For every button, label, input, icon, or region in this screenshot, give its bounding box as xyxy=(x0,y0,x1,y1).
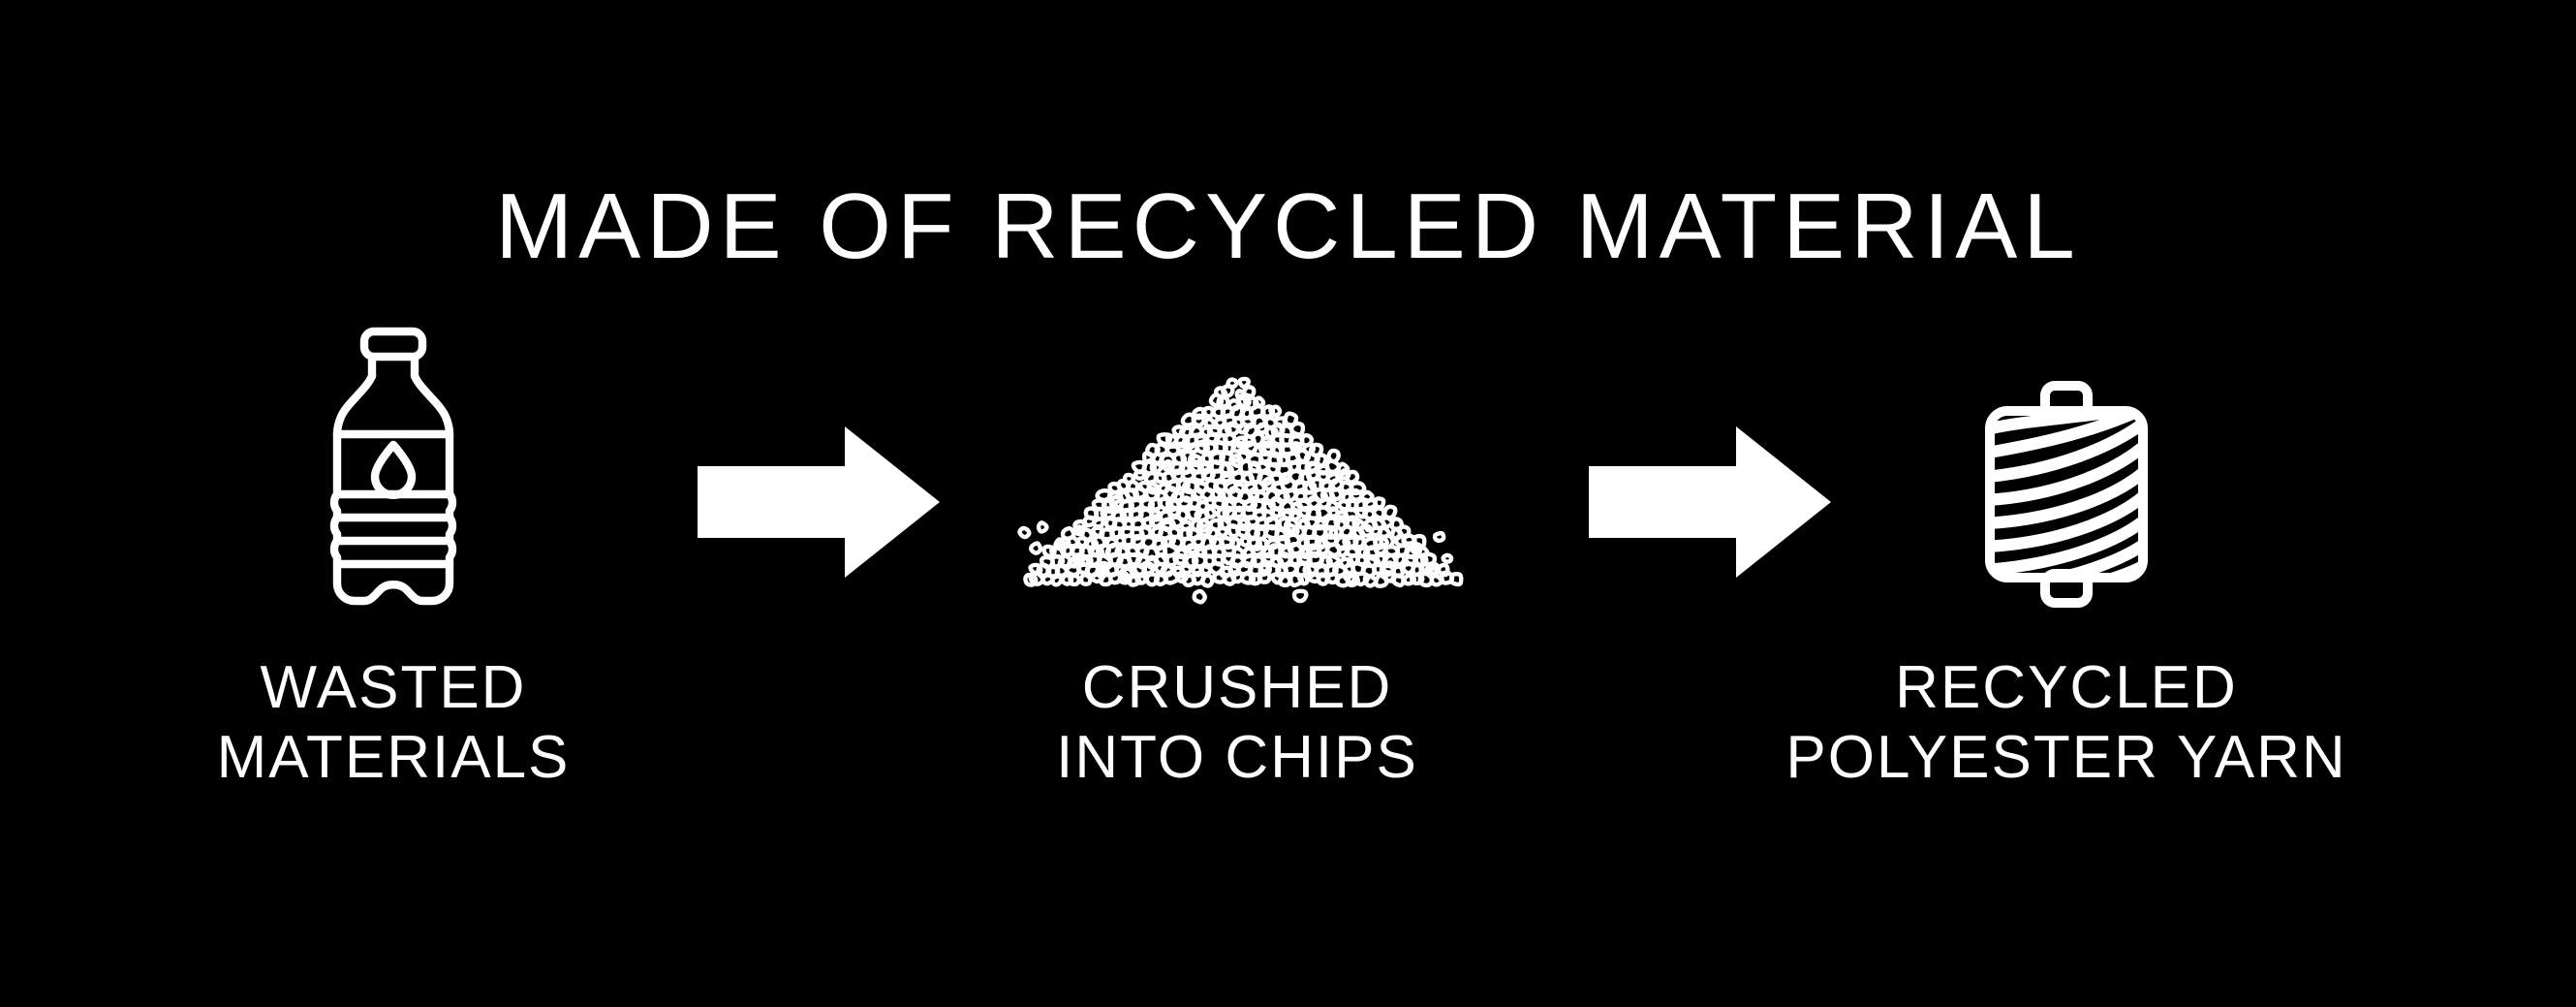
chip-pellet xyxy=(1028,541,1043,555)
chip-pellet xyxy=(1194,433,1208,448)
chip-pellet xyxy=(1023,572,1039,587)
chip-pellet xyxy=(1133,487,1148,500)
step-illustration xyxy=(296,320,490,611)
chip-pellet xyxy=(1203,506,1217,519)
step-illustration xyxy=(1963,320,2170,611)
chip-pellet xyxy=(1287,542,1304,556)
chip-pellet xyxy=(1017,525,1032,540)
chip-pellet xyxy=(1268,404,1283,418)
chip-pellet xyxy=(1191,413,1206,428)
chip-pellet xyxy=(1297,572,1310,586)
chip-pellet xyxy=(1394,552,1407,567)
step-caption-line-1: RECYCLED xyxy=(1895,654,2238,721)
chip-pellet xyxy=(1134,573,1148,585)
chip-pellet xyxy=(1235,523,1250,539)
chip-pellet xyxy=(1050,574,1064,587)
step-crushed-into-chips: CRUSHED INTO CHIPS xyxy=(966,320,1508,793)
step-caption: CRUSHED INTO CHIPS xyxy=(1056,653,1418,793)
chip-pellet xyxy=(1260,551,1275,565)
chip-pellet xyxy=(1220,384,1235,398)
chip-pellet xyxy=(1133,469,1147,481)
chip-pellet xyxy=(1270,505,1283,519)
chip-pellet xyxy=(1291,479,1307,493)
chip-pellet xyxy=(1373,535,1389,551)
chip-pellet xyxy=(1149,461,1164,474)
chip-pellet xyxy=(1036,520,1049,534)
chip-pellet xyxy=(1053,537,1067,551)
chip-pellet xyxy=(1187,453,1203,468)
chip-pellet xyxy=(1381,560,1396,575)
chip-pellet xyxy=(1410,542,1423,556)
chip-pellet xyxy=(1071,552,1084,565)
yarn-spool-icon xyxy=(1985,381,2148,608)
chip-pellet xyxy=(1068,573,1081,587)
page-title: MADE OF RECYCLED MATERIAL xyxy=(495,174,2081,278)
chip-pellet xyxy=(1157,496,1174,512)
chip-pellet xyxy=(1288,441,1303,454)
chip-pellet xyxy=(1299,546,1314,560)
chip-pellet xyxy=(1344,571,1357,585)
chip-pellet xyxy=(1184,543,1198,555)
chip-pellet xyxy=(1328,487,1344,502)
chip-pellet xyxy=(1283,517,1300,533)
chip-pellet xyxy=(1316,572,1330,586)
chip-pellet xyxy=(1276,551,1293,567)
step-caption-line-1: WASTED xyxy=(260,654,527,721)
step-caption-line-2: INTO CHIPS xyxy=(1056,723,1418,791)
step-recycled-polyester-yarn: RECYCLED POLYESTER YARN xyxy=(1785,320,2345,793)
chip-pellet xyxy=(1199,573,1215,588)
chip-pellet xyxy=(1288,421,1306,437)
chip-pellet xyxy=(1090,570,1104,584)
chip-pellet xyxy=(1373,496,1386,510)
chip-pellet xyxy=(1424,564,1439,580)
chip-pellet xyxy=(1192,588,1207,605)
chip-pellet xyxy=(1204,431,1219,445)
chip-pellet xyxy=(1390,573,1406,588)
step-caption-line-2: POLYESTER YARN xyxy=(1785,723,2347,791)
chip-pellet xyxy=(1283,411,1299,427)
step-caption: WASTED MATERIALS xyxy=(217,653,571,793)
plastic-chips-pile-icon xyxy=(1017,376,1464,605)
chip-pellet xyxy=(1339,524,1354,539)
chip-pellet xyxy=(1230,440,1246,454)
chip-pellet xyxy=(1260,476,1276,492)
chip-pellet xyxy=(1441,552,1454,564)
plastic-bottle-icon xyxy=(329,327,457,606)
step-caption-line-2: MATERIALS xyxy=(216,723,571,791)
step-caption-line-1: CRUSHED xyxy=(1081,654,1393,721)
chip-pellet xyxy=(1345,469,1360,485)
chip-pellet xyxy=(1215,525,1229,539)
chip-pellet xyxy=(1237,376,1251,390)
chip-pellet xyxy=(1371,506,1386,520)
chip-pellet xyxy=(1172,552,1187,566)
step-caption: RECYCLED POLYESTER YARN xyxy=(1785,653,2346,793)
chip-pellet xyxy=(1291,588,1309,604)
chip-pellet xyxy=(1432,530,1446,544)
chip-pellet xyxy=(1336,461,1350,477)
chip-pellet xyxy=(1102,498,1119,515)
chip-pellet xyxy=(1448,571,1464,587)
arrow-connector-1 xyxy=(698,426,940,578)
chip-pellet xyxy=(1091,517,1105,529)
step-wasted-materials: WASTED MATERIALS xyxy=(122,320,665,793)
arrow-right-icon xyxy=(698,426,940,578)
chip-pellet xyxy=(1078,573,1093,586)
chip-pellet xyxy=(1352,535,1366,550)
chip-pellet xyxy=(1223,431,1237,446)
chip-pellet xyxy=(1216,506,1230,520)
chip-pellet xyxy=(1096,560,1110,575)
chip-pellet xyxy=(1118,566,1134,582)
arrow-connector-2 xyxy=(1589,426,1831,578)
chip-pellet xyxy=(1175,441,1189,454)
arrow-right-icon xyxy=(1589,426,1831,578)
chip-pellet xyxy=(1257,568,1272,584)
chip-pellet xyxy=(1278,573,1292,588)
chip-pellet xyxy=(1241,385,1257,398)
step-illustration xyxy=(1009,320,1465,611)
